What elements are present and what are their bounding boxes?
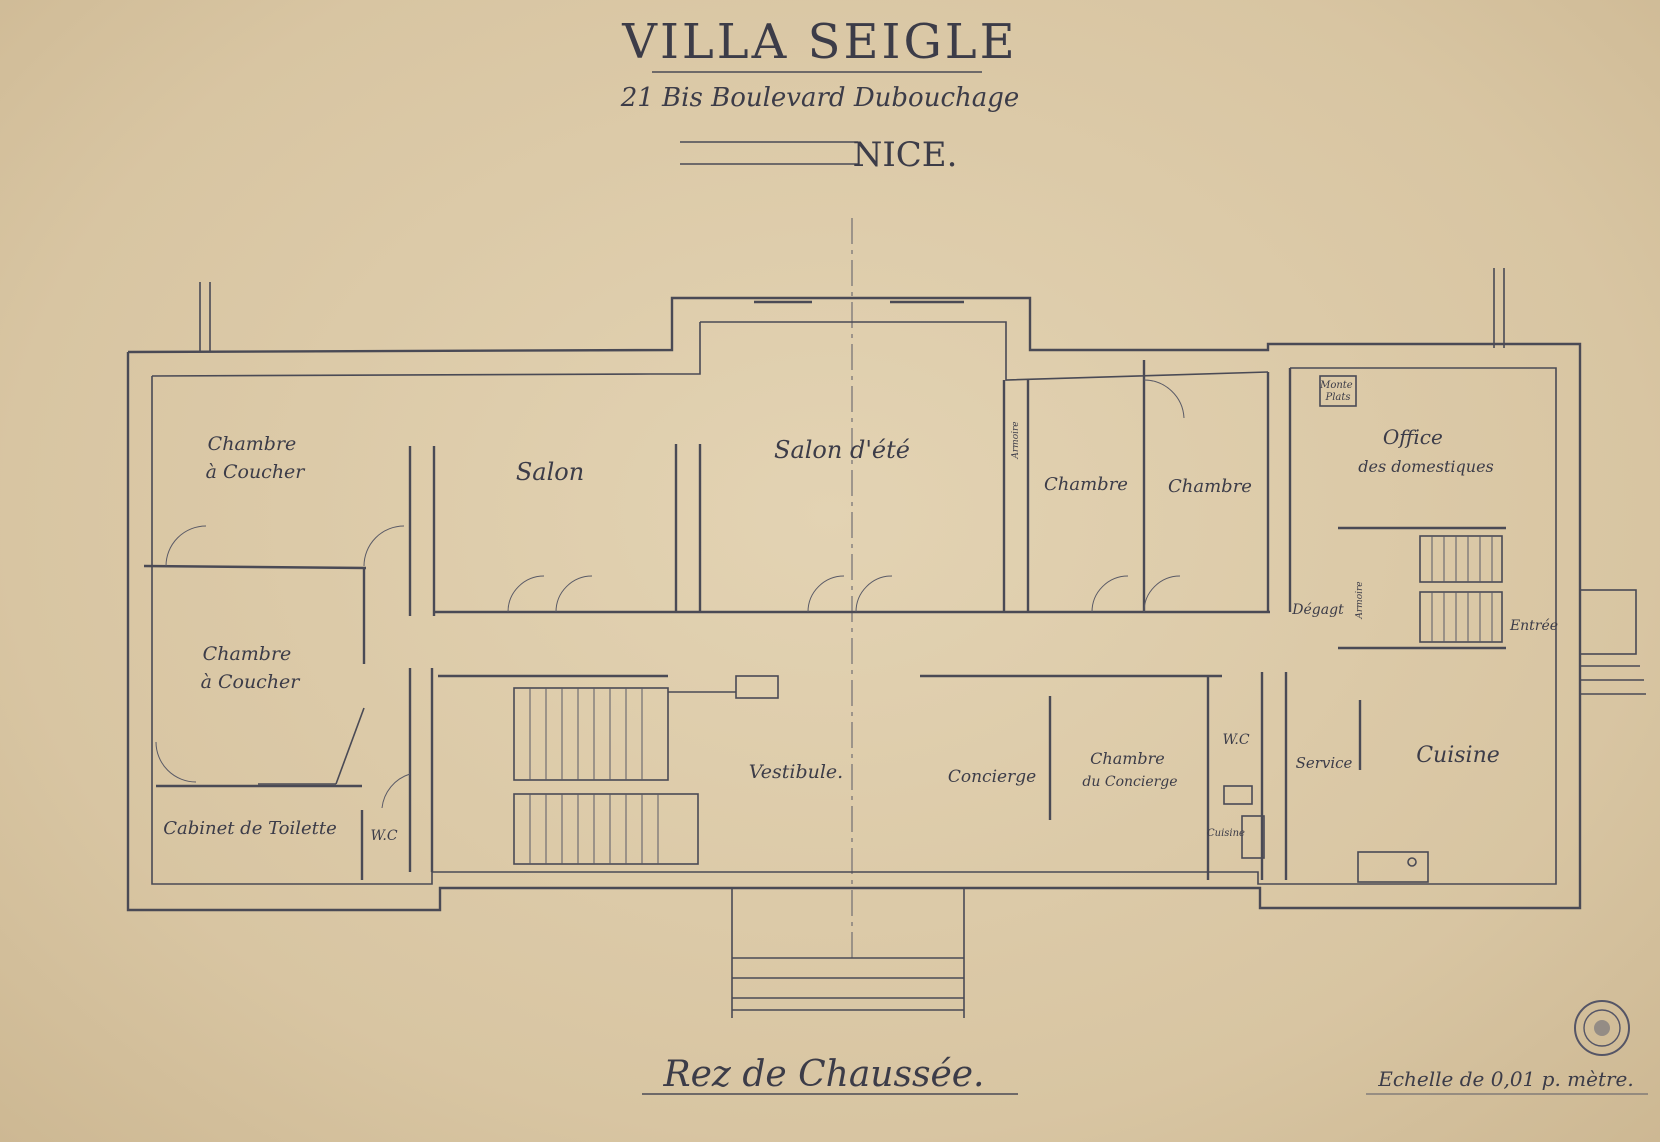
interior-walls	[143, 360, 1506, 880]
service-staircase	[1419, 535, 1503, 643]
room-salon: Salon	[516, 458, 584, 486]
room-armoire-2: Armoire	[1355, 581, 1365, 619]
room-armoire-1: Armoire	[1011, 421, 1021, 459]
room-wc-left: W.C	[370, 828, 397, 844]
outer-walls	[126, 268, 1582, 912]
room-monte-plats: Monte Plats	[1319, 380, 1356, 403]
wc-fixture	[1223, 785, 1253, 805]
scale-note: Echelle de 0,01 p. mètre.	[1377, 1067, 1634, 1091]
entrance-steps	[731, 888, 965, 1018]
address-line: 21 Bis Boulevard Dubouchage	[620, 83, 1020, 113]
room-chambre-a-coucher-1: Chambre à Coucher	[206, 433, 307, 483]
monte-plats-box	[1319, 375, 1357, 407]
room-service: Service	[1296, 754, 1353, 772]
archive-stamp	[1574, 1000, 1630, 1056]
room-wc-right: W.C	[1222, 732, 1249, 748]
level-title: Rez de Chaussée.	[663, 1054, 985, 1095]
room-entree: Entrée	[1509, 618, 1558, 634]
room-chambre-2: Chambre	[1168, 476, 1252, 497]
sink-drain	[1407, 857, 1417, 867]
room-chambre-1: Chambre	[1044, 474, 1128, 495]
room-degagement: Dégagt	[1291, 602, 1344, 618]
stove-fixture	[1241, 815, 1265, 859]
room-concierge: Concierge	[948, 767, 1036, 787]
room-cuisine-small: Cuisine	[1207, 828, 1245, 839]
room-vestibule: Vestibule.	[749, 761, 843, 783]
door-swings	[155, 379, 1185, 809]
room-office: Office des domestiques	[1358, 425, 1494, 476]
main-staircase	[513, 675, 779, 865]
room-cabinet-toilette: Cabinet de Toilette	[163, 818, 337, 839]
city-label: NICE.	[853, 135, 958, 175]
room-chambre-concierge: Chambre du Concierge	[1082, 749, 1177, 790]
room-cuisine: Cuisine	[1416, 743, 1500, 768]
room-chambre-a-coucher-2: Chambre à Coucher	[201, 643, 302, 693]
room-salon-ete: Salon d'été	[774, 436, 910, 464]
sink-fixture	[1357, 851, 1429, 883]
side-steps	[1579, 589, 1646, 695]
plan-title: VILLA SEIGLE	[621, 14, 1017, 70]
